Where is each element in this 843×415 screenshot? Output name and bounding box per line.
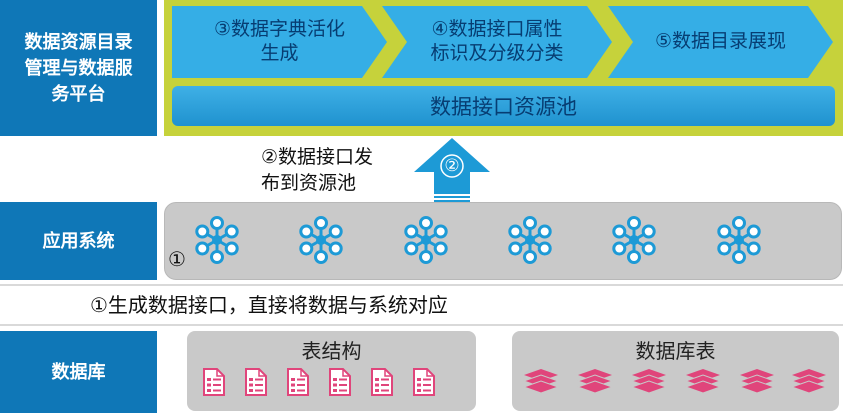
layered-table-icon — [791, 368, 827, 394]
network-node-icon — [195, 216, 239, 264]
chevron-shape — [172, 6, 387, 78]
label-application: 应用系统 — [0, 202, 157, 280]
step-dictionary-label: ③数据字典活化 生成 — [213, 19, 346, 64]
application-panel — [164, 202, 842, 280]
table-structure-title: 表结构 — [301, 341, 362, 363]
step-catalog-label: ⑤数据目录展现 — [654, 31, 787, 52]
network-node-icon — [508, 216, 552, 264]
chevron-shape — [608, 6, 833, 78]
label-database: 数据库 — [0, 331, 157, 413]
layered-table-icon — [685, 368, 721, 394]
up-arrow-icon — [412, 138, 492, 202]
step-catalog-chevron: ⑤数据目录展现 — [608, 6, 833, 78]
divider — [0, 324, 843, 326]
publish-badge: ② — [444, 156, 460, 175]
document-icon — [371, 368, 393, 396]
step-dictionary-chevron: ③数据字典活化 生成 — [172, 6, 387, 78]
layered-table-icon — [577, 368, 613, 394]
layered-table-icon — [739, 368, 775, 394]
document-icon — [203, 368, 225, 396]
chevron-shape — [382, 6, 612, 78]
divider — [0, 284, 843, 286]
app-nodes — [195, 216, 761, 264]
database-table-title: 数据库表 — [635, 341, 716, 363]
network-node-icon — [404, 216, 448, 264]
layered-table-icon — [523, 368, 559, 394]
database-table-panel — [512, 331, 839, 411]
network-node-icon — [612, 216, 656, 264]
app-step-marker: ① — [168, 249, 186, 271]
document-icon — [413, 368, 435, 396]
document-icon — [287, 368, 309, 396]
network-node-icon — [717, 216, 761, 264]
step-interface-label: ④数据接口属性 标识及分级分类 — [430, 19, 564, 64]
network-node-icon — [299, 216, 343, 264]
database-tables — [523, 368, 827, 394]
interface-pool-label: 数据接口资源池 — [430, 96, 577, 119]
label-platform: 数据资源目录 管理与数据服 务平台 — [0, 0, 157, 136]
caption-generate-interface: ①生成数据接口，直接将数据与系统对应 — [90, 295, 448, 317]
document-icon — [245, 368, 267, 396]
step-interface-chevron: ④数据接口属性 标识及分级分类 — [382, 6, 612, 78]
interface-pool-bar: 数据接口资源池 — [172, 86, 835, 126]
layered-table-icon — [631, 368, 667, 394]
document-icon — [329, 368, 351, 396]
structure-docs — [203, 368, 435, 396]
publish-text: ②数据接口发 布到资源池 — [261, 147, 374, 194]
